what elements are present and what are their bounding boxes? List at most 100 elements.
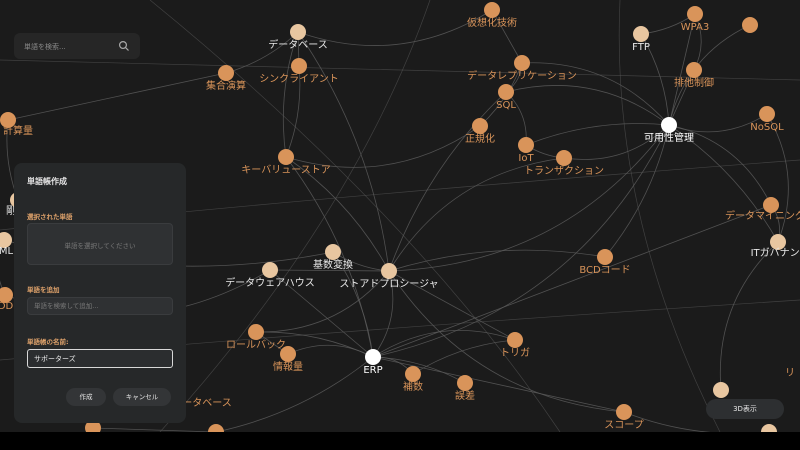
node-circle[interactable] (365, 349, 381, 365)
graph-node[interactable]: トランザクション (524, 150, 604, 177)
search-box[interactable] (14, 33, 140, 59)
graph-node[interactable]: データベース (172, 396, 232, 432)
graph-node[interactable]: FTP (632, 26, 650, 53)
graph-node[interactable]: データウェアハウス (225, 262, 315, 289)
node-circle[interactable] (759, 106, 775, 122)
node-label: ストアドプロシージャ (339, 278, 438, 290)
node-circle[interactable] (633, 26, 649, 42)
node-circle[interactable] (262, 262, 278, 278)
graph-node[interactable]: ERP (363, 349, 383, 376)
graph-node[interactable]: データベース (268, 24, 328, 51)
node-circle[interactable] (770, 234, 786, 250)
node-circle[interactable] (291, 58, 307, 74)
graph-node[interactable]: ITガバナンス (751, 234, 800, 259)
graph-node[interactable]: キーバリューストア (241, 149, 331, 176)
node-circle[interactable] (498, 84, 514, 100)
node-circle[interactable] (686, 62, 702, 78)
node-circle[interactable] (248, 324, 264, 340)
graph-node[interactable]: 補数 (403, 366, 423, 393)
add-word-input[interactable] (27, 297, 173, 315)
graph-canvas[interactable]: 仮想化技術 WPA3 データベース FTP 集合演算シンクライアント データレプリケーショ… (0, 0, 800, 432)
graph-node[interactable]: BCDコード (579, 249, 631, 276)
node-label: ML (0, 246, 14, 257)
node-circle[interactable] (0, 112, 16, 128)
node-circle[interactable] (556, 150, 572, 166)
node-circle[interactable] (661, 117, 677, 133)
graph-node[interactable]: 仮想化技術 (467, 2, 517, 29)
node-circle[interactable] (597, 249, 613, 265)
graph-node[interactable]: NoSQL (750, 106, 784, 133)
node-label: IoT (518, 153, 534, 164)
3d-view-button[interactable]: 3D表示 (706, 399, 784, 419)
search-icon[interactable] (118, 40, 130, 52)
search-input[interactable] (22, 37, 116, 57)
graph-node[interactable] (742, 17, 758, 33)
graph-edge (388, 91, 507, 272)
graph-node[interactable]: リ (785, 368, 795, 379)
node-circle[interactable] (484, 2, 500, 18)
graph-node[interactable]: 正規化 (465, 118, 495, 145)
graph-edge (618, 0, 721, 432)
node-circle[interactable] (761, 424, 777, 432)
graph-edge (282, 31, 299, 158)
node-circle[interactable] (325, 244, 341, 260)
wordbook-name-input[interactable] (27, 349, 173, 368)
selected-words-box[interactable]: 単語を選択してください (27, 223, 173, 265)
node-circle[interactable] (0, 232, 12, 248)
graph-node[interactable] (713, 382, 729, 398)
graph-edge (215, 356, 374, 432)
node-circle[interactable] (616, 404, 632, 420)
node-circle[interactable] (472, 118, 488, 134)
graph-edge (372, 356, 466, 384)
cancel-button[interactable]: キャンセル (113, 388, 171, 406)
node-circle[interactable] (514, 55, 530, 71)
node-label: 排他制御 (674, 76, 714, 89)
node-circle[interactable] (687, 6, 703, 22)
node-circle[interactable] (218, 65, 234, 81)
node-circle[interactable] (713, 382, 729, 398)
graph-node[interactable]: データレプリケーション (467, 55, 577, 82)
graph-node[interactable] (85, 420, 101, 432)
graph-node[interactable]: 集合演算 (206, 65, 246, 92)
graph-node[interactable]: 排他制御 (674, 62, 714, 89)
graph-node[interactable]: 情報量 (273, 346, 303, 373)
create-button[interactable]: 作成 (66, 388, 106, 406)
node-circle[interactable] (290, 24, 306, 40)
graph-node[interactable]: トリガ (500, 332, 530, 359)
graph-edge (766, 113, 789, 243)
graph-node[interactable]: 誤差 (455, 375, 475, 402)
node-circle[interactable] (0, 287, 13, 303)
graph-node[interactable]: 計算量 (0, 112, 33, 137)
node-circle[interactable] (280, 346, 296, 362)
add-word-label: 単語を追加 (27, 286, 60, 294)
graph-node[interactable]: スコープ (604, 404, 644, 431)
node-circle[interactable] (742, 17, 758, 33)
graph-edge (372, 124, 670, 358)
graph-node[interactable]: シンクライアント (259, 58, 339, 85)
node-label: 誤差 (455, 389, 475, 402)
graph-node[interactable]: データマイニング (725, 197, 800, 222)
graph-edge (372, 204, 772, 358)
node-circle[interactable] (763, 197, 779, 213)
node-circle[interactable] (457, 375, 473, 391)
node-circle[interactable] (518, 137, 534, 153)
graph-node[interactable]: DDI (0, 287, 16, 312)
node-circle[interactable] (85, 420, 101, 432)
graph-edge (287, 344, 374, 358)
node-circle[interactable] (278, 149, 294, 165)
graph-node[interactable] (761, 424, 777, 432)
graph-node[interactable]: ML (0, 232, 14, 257)
graph-node[interactable]: IoT (518, 137, 534, 164)
node-circle[interactable] (381, 263, 397, 279)
graph-node[interactable]: ストアドプロシージャ (339, 263, 439, 290)
node-label: 仮想化技術 (467, 16, 517, 29)
graph-node[interactable]: WPA3 (681, 6, 709, 33)
node-circle[interactable] (208, 424, 224, 432)
node-circle[interactable] (405, 366, 421, 382)
graph-node[interactable]: 基数変換 (313, 244, 353, 271)
graph-node[interactable]: 可用性管理 (644, 117, 694, 144)
node-circle[interactable] (507, 332, 523, 348)
graph-node[interactable]: ロールバック (226, 324, 286, 351)
graph-node[interactable]: SQL (496, 84, 516, 111)
